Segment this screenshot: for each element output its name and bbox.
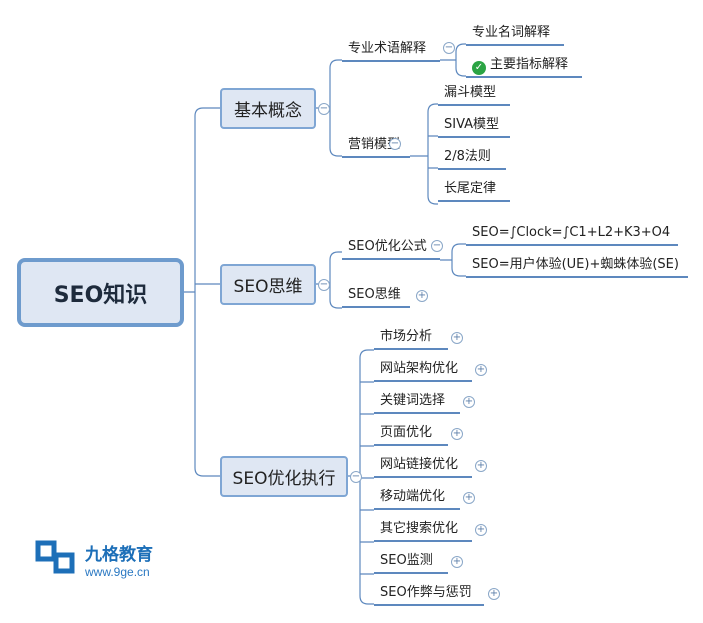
expand-toggle-icon[interactable]: + [475,364,487,376]
expand-toggle-icon[interactable]: + [451,428,463,440]
sub-seo-monitoring[interactable]: SEO监测 [374,550,448,574]
expand-toggle-icon[interactable]: + [475,524,487,536]
collapse-toggle-icon[interactable]: − [318,279,330,291]
branch-seo-execution[interactable]: SEO优化执行 [220,456,348,497]
root-node[interactable]: SEO知识 [17,258,184,327]
sub-terminology[interactable]: 专业术语解释 [342,38,440,62]
leaf-siva-model[interactable]: SIVA模型 [438,114,510,138]
leaf-80-20-rule[interactable]: 2/8法则 [438,146,506,170]
sub-mobile-optimization[interactable]: 移动端优化 [374,486,460,510]
logo-name: 九格教育 [85,545,153,565]
collapse-toggle-icon[interactable]: − [443,42,455,54]
sub-marketing-models[interactable]: 营销模型 [342,134,410,158]
leaf-term-explanation[interactable]: 专业名词解释 [466,22,564,46]
sub-seo-thinking[interactable]: SEO思维 [342,284,410,308]
branch-basic-concepts[interactable]: 基本概念 [220,88,316,129]
expand-toggle-icon[interactable]: + [416,290,428,302]
logo-url: www.9ge.cn [85,565,150,579]
sub-seo-cheating[interactable]: SEO作弊与惩罚 [374,582,484,606]
collapse-toggle-icon[interactable]: − [431,240,443,252]
sub-seo-formula[interactable]: SEO优化公式 [342,236,440,260]
sub-site-architecture[interactable]: 网站架构优化 [374,358,472,382]
expand-toggle-icon[interactable]: + [451,332,463,344]
leaf-formula-ue-se[interactable]: SEO=用户体验(UE)+蜘蛛体验(SE) [466,254,688,278]
jiuge-logo-icon [35,540,75,574]
leaf-label: 主要指标解释 [490,57,569,72]
leaf-long-tail[interactable]: 长尾定律 [438,178,510,202]
leaf-metric-explanation[interactable]: ✓ 主要指标解释 [466,54,582,78]
leaf-funnel-model[interactable]: 漏斗模型 [438,82,510,106]
branch-seo-thinking[interactable]: SEO思维 [220,264,316,305]
expand-toggle-icon[interactable]: + [475,460,487,472]
collapse-toggle-icon[interactable]: − [389,138,401,150]
sub-market-analysis[interactable]: 市场分析 [374,326,448,350]
sub-link-optimization[interactable]: 网站链接优化 [374,454,472,478]
expand-toggle-icon[interactable]: + [463,396,475,408]
collapse-toggle-icon[interactable]: − [350,471,362,483]
expand-toggle-icon[interactable]: + [451,556,463,568]
sub-other-search[interactable]: 其它搜索优化 [374,518,472,542]
expand-toggle-icon[interactable]: + [463,492,475,504]
sub-page-optimization[interactable]: 页面优化 [374,422,448,446]
check-icon: ✓ [472,61,486,75]
expand-toggle-icon[interactable]: + [488,588,500,600]
collapse-toggle-icon[interactable]: − [318,103,330,115]
sub-keyword-selection[interactable]: 关键词选择 [374,390,460,414]
leaf-formula-clock[interactable]: SEO=∫Clock=∫C1+L2+K3+O4 [466,222,678,246]
